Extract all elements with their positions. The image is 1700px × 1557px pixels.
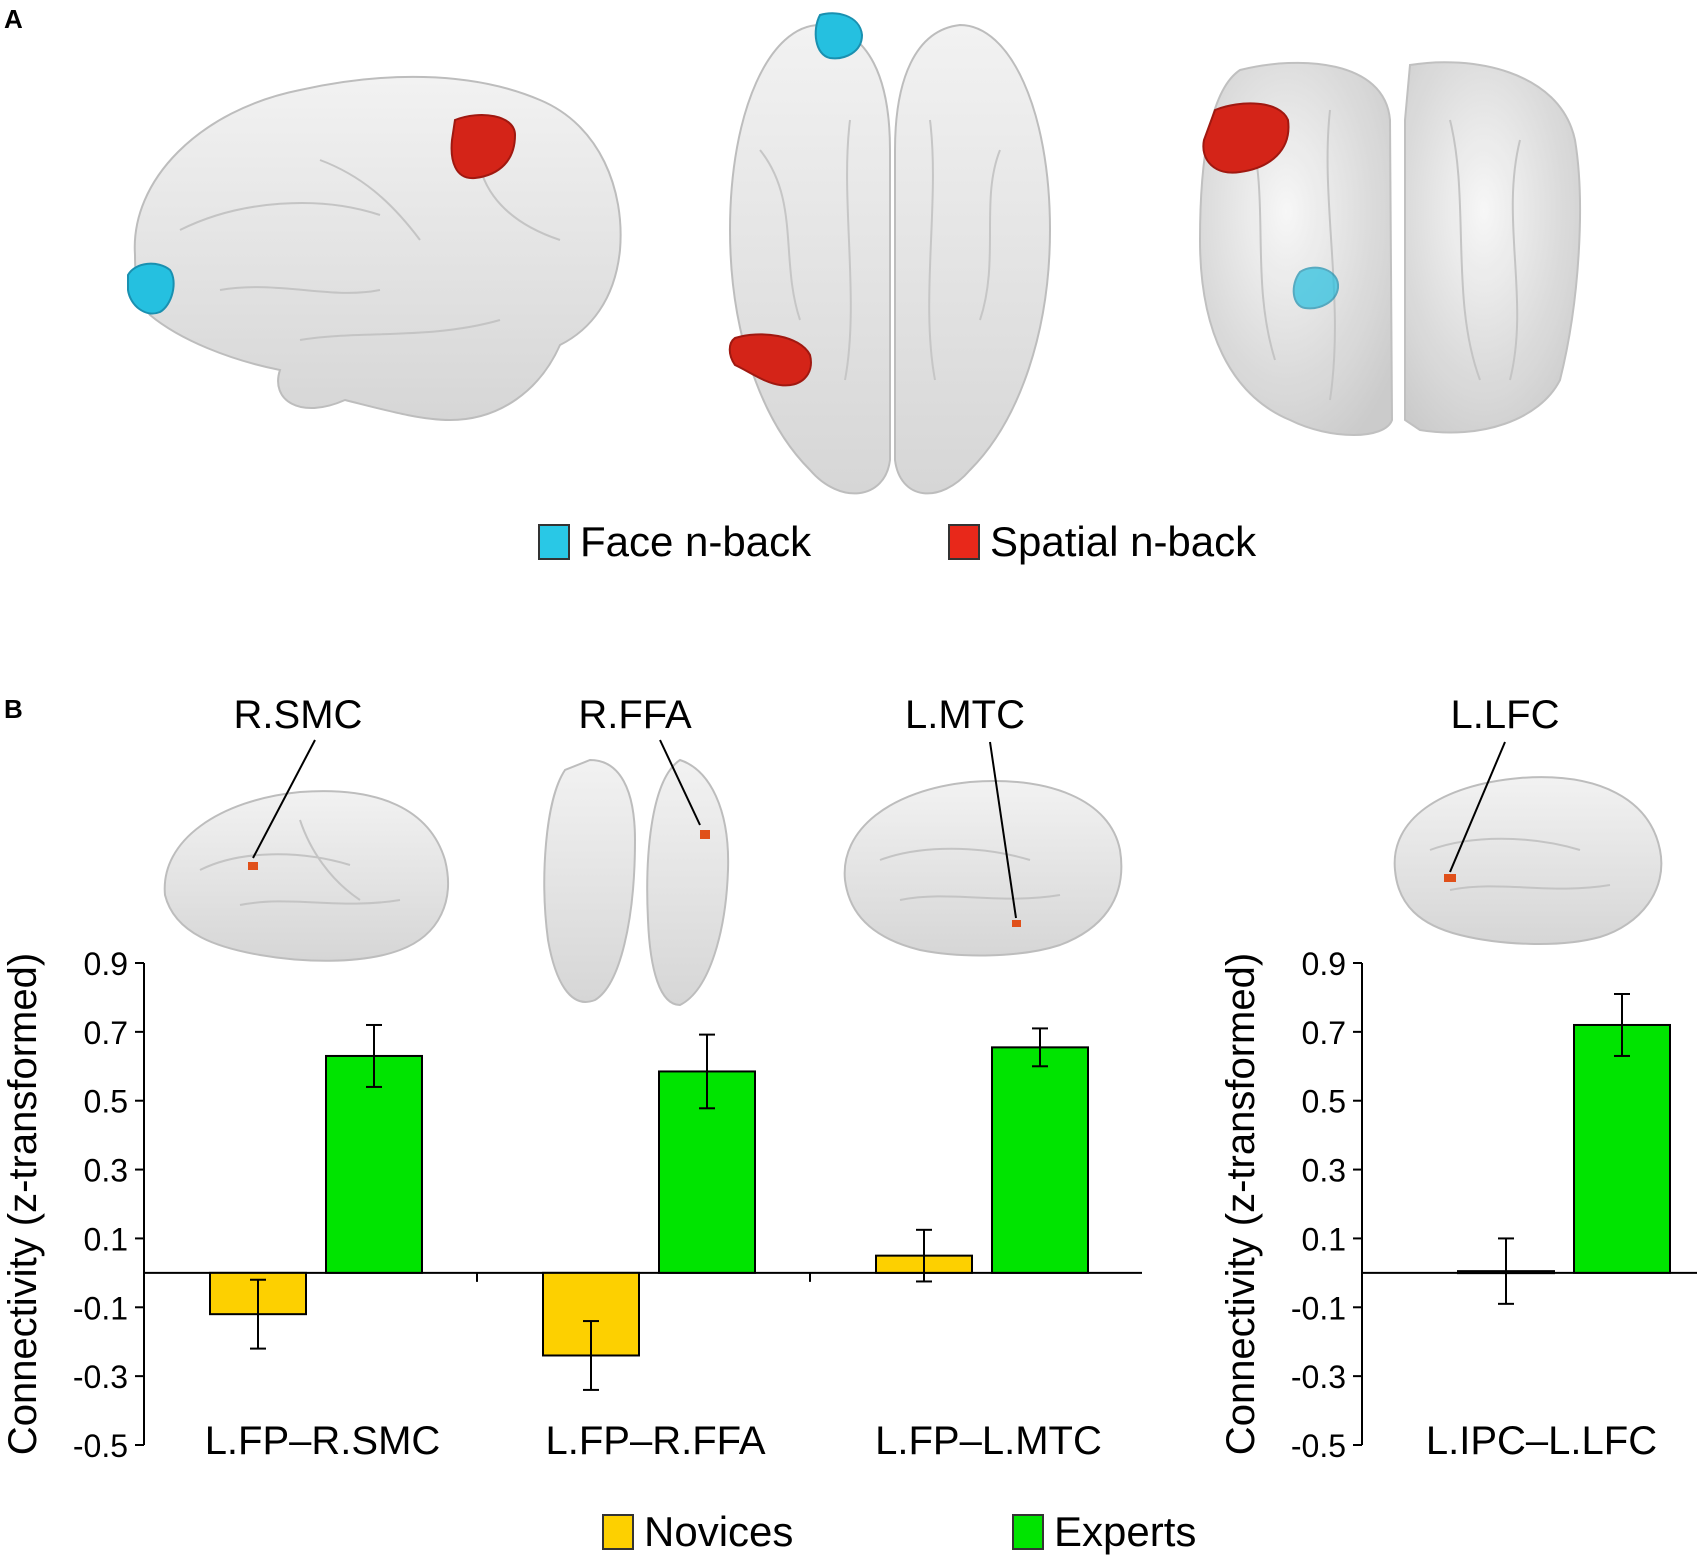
y-axis-label: Connectivity (z-transformed) [1219, 953, 1263, 1455]
novices-legend-label: Novices [644, 1508, 794, 1555]
brain-b-lmtc [843, 741, 1123, 957]
face-nback-cluster-top [814, 12, 864, 60]
y-tick-label: -0.5 [73, 1428, 128, 1464]
llfc-marker [1444, 874, 1456, 882]
x-category-label: L.IPC–L.LFC [1426, 1419, 1657, 1463]
panel-a-label: A [4, 4, 23, 34]
region-label-rsmc: R.SMC [234, 693, 363, 737]
x-category-label: L.FP–L.MTC [875, 1419, 1102, 1463]
y-tick-label: 0.1 [1302, 1221, 1346, 1257]
face-legend-swatch [538, 524, 570, 560]
y-tick-label: -0.1 [73, 1290, 128, 1326]
y-tick-label: -0.5 [1291, 1428, 1346, 1464]
bar-experts [1573, 1023, 1671, 1274]
brain-front-view-a [1198, 61, 1581, 436]
legend-b-experts: Experts [1012, 1508, 1196, 1556]
experts-legend-swatch [1012, 1514, 1044, 1550]
face-nback-cluster [127, 262, 175, 315]
chart-left: 0.9 0.7 0.5 0.3 0.1 -0.1 -0.3 -0.5 Connectivity … [1, 946, 1142, 1464]
x-category-label: L.FP–R.FFA [545, 1419, 765, 1463]
spatial-legend-label: Spatial n-back [990, 518, 1257, 565]
region-label-lmtc: L.MTC [905, 693, 1025, 737]
region-label-rffa: R.FFA [578, 693, 692, 737]
panel-b-label: B [4, 694, 23, 724]
brain-top-view-a [728, 12, 1052, 495]
spatial-nback-cluster [450, 114, 517, 180]
y-tick-label: -0.3 [1291, 1359, 1346, 1395]
region-label-llfc: L.LFC [1451, 693, 1560, 737]
lmtc-marker [1012, 920, 1021, 927]
y-tick-label: 0.7 [84, 1015, 128, 1051]
rsmc-marker [248, 862, 258, 870]
rffa-marker [700, 830, 710, 839]
experts-legend-label: Experts [1054, 1508, 1197, 1555]
novices-legend-swatch [602, 1514, 634, 1550]
face-legend-label: Face n-back [580, 518, 812, 565]
spatial-nback-cluster-front [1202, 102, 1290, 174]
y-tick-label: 0.3 [84, 1153, 128, 1189]
legend-a-face: Face n-back [538, 518, 811, 566]
legend-a-spatial: Spatial n-back [948, 518, 1256, 566]
y-tick-label: 0.5 [1302, 1084, 1346, 1120]
legend-b-novices: Novices [602, 1508, 793, 1556]
bar-experts [325, 1054, 423, 1274]
y-axis-label: Connectivity (z-transformed) [1, 953, 45, 1455]
brain-b-rffa [543, 739, 730, 1007]
y-tick-label: 0.5 [84, 1084, 128, 1120]
y-tick-label: -0.3 [73, 1359, 128, 1395]
bar-experts [991, 1046, 1089, 1274]
y-tick-label: 0.9 [84, 946, 128, 982]
spatial-nback-cluster-top [728, 333, 812, 387]
y-tick-label: 0.1 [84, 1221, 128, 1257]
y-tick-label: 0.7 [1302, 1015, 1346, 1051]
x-category-label: L.FP–R.SMC [205, 1419, 441, 1463]
brain-b-llfc [1393, 741, 1663, 945]
brain-b-rsmc [163, 739, 449, 962]
face-nback-cluster-front [1292, 266, 1340, 310]
y-tick-label: 0.9 [1302, 946, 1346, 982]
spatial-legend-swatch [948, 524, 980, 560]
chart-right: 0.9 0.7 0.5 0.3 0.1 -0.1 -0.3 -0.5 Connectivity … [1219, 946, 1697, 1464]
brain-lateral-view-a [127, 75, 622, 422]
y-tick-label: -0.1 [1291, 1290, 1346, 1326]
y-tick-label: 0.3 [1302, 1153, 1346, 1189]
